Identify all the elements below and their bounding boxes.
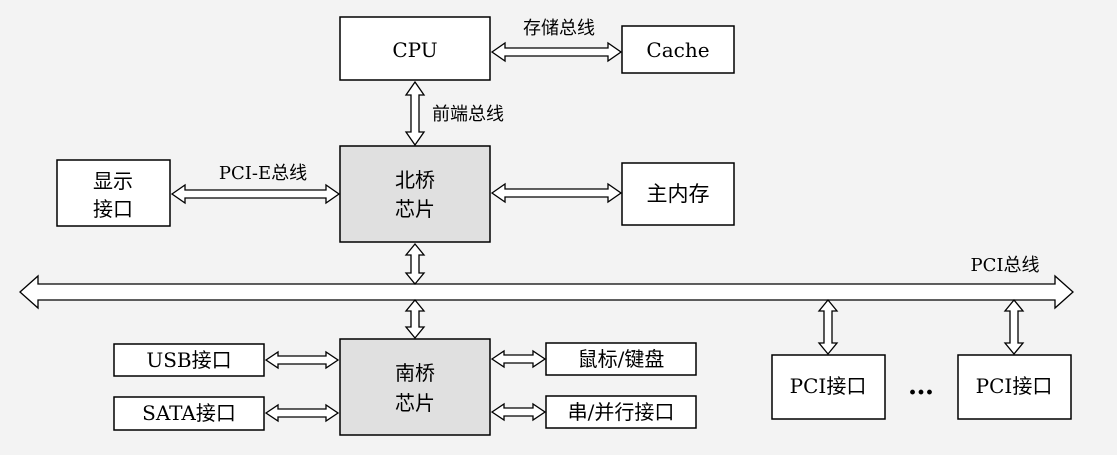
mouse-keyboard-box: 鼠标/键盘 [545,342,697,376]
display-label-line2: 接口 [93,197,133,221]
usb-link-arrow [264,350,340,370]
sata-label: SATA接口 [142,401,236,425]
front-side-bus-label: 前端总线 [432,104,504,125]
usb-label: USB接口 [146,348,231,372]
sata-interface-box: SATA接口 [113,396,265,431]
display-interface-box: 显示 接口 [56,159,171,227]
pci-interface-label-1: PCI接口 [790,374,867,398]
cache-box: Cache [621,25,735,74]
northbridge-label-line2: 芯片 [395,197,435,221]
pci-bus-arrow [19,274,1074,310]
southbridge-pci-link-arrow [404,298,426,340]
front-side-bus-arrow [404,80,426,147]
cache-label: Cache [646,38,709,62]
ellipsis-text: … [908,371,934,401]
pci-interface-label-2: PCI接口 [976,374,1053,398]
northbridge-label-line1: 北桥 [395,168,435,192]
main-memory-box: 主内存 [621,162,735,226]
southbridge-box: 南桥 芯片 [339,338,491,436]
pci-interface-2-link-arrow [1003,298,1025,356]
usb-interface-box: USB接口 [113,343,265,377]
main-memory-label: 主内存 [647,182,710,206]
pci-interface-1-link-arrow [817,298,839,356]
southbridge-label-line1: 南桥 [395,361,435,385]
northbridge-box: 北桥 芯片 [339,145,491,243]
pci-bus-label: PCI总线 [971,255,1040,276]
southbridge-label-line2: 芯片 [395,391,435,415]
mouse-keyboard-label: 鼠标/键盘 [578,347,665,371]
storage-bus-label: 存储总线 [523,18,595,39]
pcie-bus-label: PCI-E总线 [219,163,307,184]
display-label-line1: 显示 [93,169,133,193]
cpu-box: CPU [339,16,491,81]
northbridge-pci-link-arrow [404,242,426,286]
pci-interface-box-1: PCI接口 [771,354,886,420]
serial-parallel-box: 串/并行接口 [545,395,697,429]
serial-parallel-link-arrow [490,402,547,422]
memory-bus-arrow [490,182,623,204]
sata-link-arrow [264,403,340,423]
serial-parallel-label: 串/并行接口 [568,400,675,424]
pcie-bus-arrow [170,183,341,205]
storage-bus-arrow [490,41,623,63]
cpu-label: CPU [392,38,437,62]
pci-interface-box-2: PCI接口 [957,354,1072,420]
mouse-keyboard-link-arrow [490,349,547,369]
